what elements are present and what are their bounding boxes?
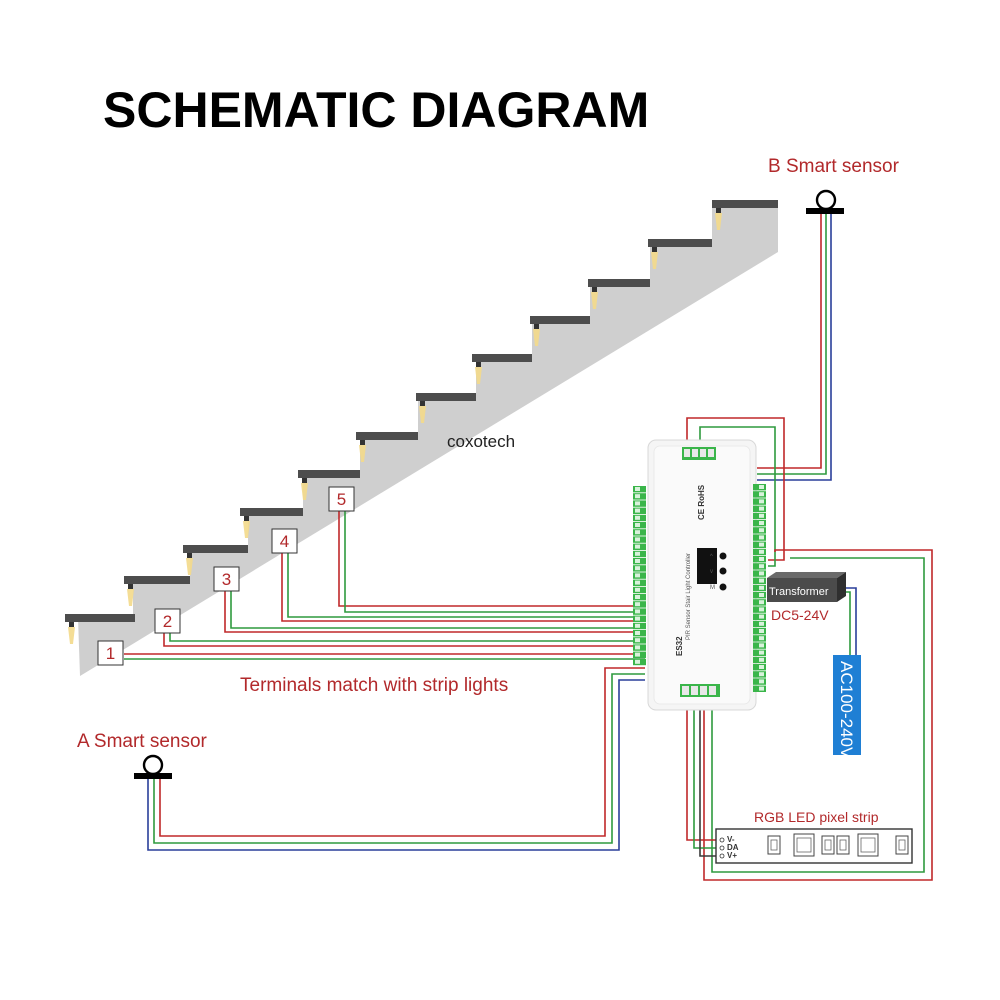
watermark-text: coxotech — [447, 432, 515, 451]
transformer-unit: Transformer — [767, 572, 846, 602]
top-loop-green — [699, 426, 776, 567]
step5-wire-green — [344, 510, 645, 613]
step-light-icon — [240, 508, 303, 538]
b-sensor-label: B Smart sensor — [768, 156, 900, 177]
b-sensor-wire-red — [757, 214, 822, 469]
strip-wire-green — [693, 696, 720, 849]
step-number: 3 — [222, 570, 231, 589]
stair-treads — [65, 200, 778, 644]
power-wire-red — [703, 549, 933, 881]
button-label-up: ^ — [710, 554, 713, 560]
b-sensor-wire-green — [757, 214, 827, 475]
strip-pin-vminus: V- — [727, 835, 735, 844]
step-number: 4 — [280, 532, 289, 551]
step-number: 2 — [163, 612, 172, 631]
step4-wire-green — [287, 550, 645, 618]
led-chip-icon — [767, 833, 909, 857]
step2-wire-red — [163, 630, 645, 647]
step5-wire-red — [338, 510, 645, 607]
button-icon[interactable] — [719, 583, 727, 591]
power-wire-green — [711, 557, 925, 873]
mains-label: AC100-240V — [837, 661, 856, 759]
page-title: SCHEMATIC DIAGRAM — [103, 82, 649, 138]
button-label-mode: M — [710, 585, 715, 591]
step-light-icon — [65, 614, 135, 644]
step-number-box: 1 — [97, 640, 124, 666]
step-light-icon — [356, 432, 418, 462]
certifications-text: CE RoHS — [697, 484, 706, 520]
step-number-box: 4 — [271, 528, 298, 554]
button-icon[interactable] — [719, 552, 727, 560]
staircase — [78, 204, 778, 676]
transformer-output: DC5-24V — [771, 607, 829, 623]
step2-wire-green — [169, 630, 645, 642]
step-light-icon — [416, 393, 476, 423]
step-light-icon — [298, 470, 360, 500]
bottom-terminal-block-icon — [680, 684, 720, 697]
strip-pin-da: DA — [727, 843, 739, 852]
step4-wire-red — [281, 550, 645, 622]
step-number: 5 — [337, 490, 346, 509]
terminals-caption: Terminals match with strip lights — [240, 675, 508, 696]
transformer-label: Transformer — [769, 586, 829, 598]
led-strip: V- DA V+ — [715, 828, 913, 864]
step-number-box: 2 — [154, 608, 181, 634]
controller-product-name: PIR Sensor Stair Light Controller — [686, 553, 692, 640]
right-terminal-block-icon — [753, 484, 766, 692]
strip-wire-dark — [699, 696, 720, 857]
step-light-icon — [183, 545, 248, 575]
strip-wire-red — [686, 696, 720, 841]
step3-wire-red — [224, 588, 645, 633]
controller-display — [697, 548, 717, 584]
a-sensor-wire-red — [159, 667, 645, 837]
controller-model: ES32 — [675, 636, 684, 656]
a-sensor-label: A Smart sensor — [77, 731, 208, 752]
step-number: 1 — [106, 644, 115, 663]
a-sensor-icon — [134, 754, 172, 779]
button-icon[interactable] — [719, 567, 727, 575]
a-sensor-wire-green — [153, 673, 645, 844]
step-number-boxes: 1 2 3 4 5 — [97, 486, 355, 666]
step-light-icon — [472, 354, 532, 384]
button-label-down: v — [710, 569, 713, 575]
step-light-icon — [124, 576, 190, 606]
wiring — [124, 214, 933, 881]
ac-wire-green — [840, 591, 851, 655]
left-terminal-block-icon — [633, 486, 646, 666]
step-light-icon — [530, 316, 590, 346]
b-sensor-icon — [806, 189, 844, 214]
controller-unit: ^ v M CE RoHS ES32 PIR Sensor Stair Ligh… — [633, 439, 766, 711]
step-number-box: 3 — [213, 566, 240, 592]
a-sensor-wire-blue — [147, 679, 645, 851]
strip-pin-vplus: V+ — [727, 851, 737, 860]
step3-wire-green — [230, 588, 645, 629]
ac-input-unit: AC100-240V — [833, 655, 861, 759]
step-light-icon — [588, 279, 650, 309]
step-light-icon — [648, 239, 712, 269]
b-sensor-wire-blue — [757, 214, 832, 481]
top-terminal-block-icon — [682, 447, 716, 460]
step-light-icon — [712, 200, 778, 230]
top-loop-red — [686, 417, 785, 561]
led-strip-label: RGB LED pixel strip — [754, 809, 879, 825]
step-number-box: 5 — [328, 486, 355, 512]
